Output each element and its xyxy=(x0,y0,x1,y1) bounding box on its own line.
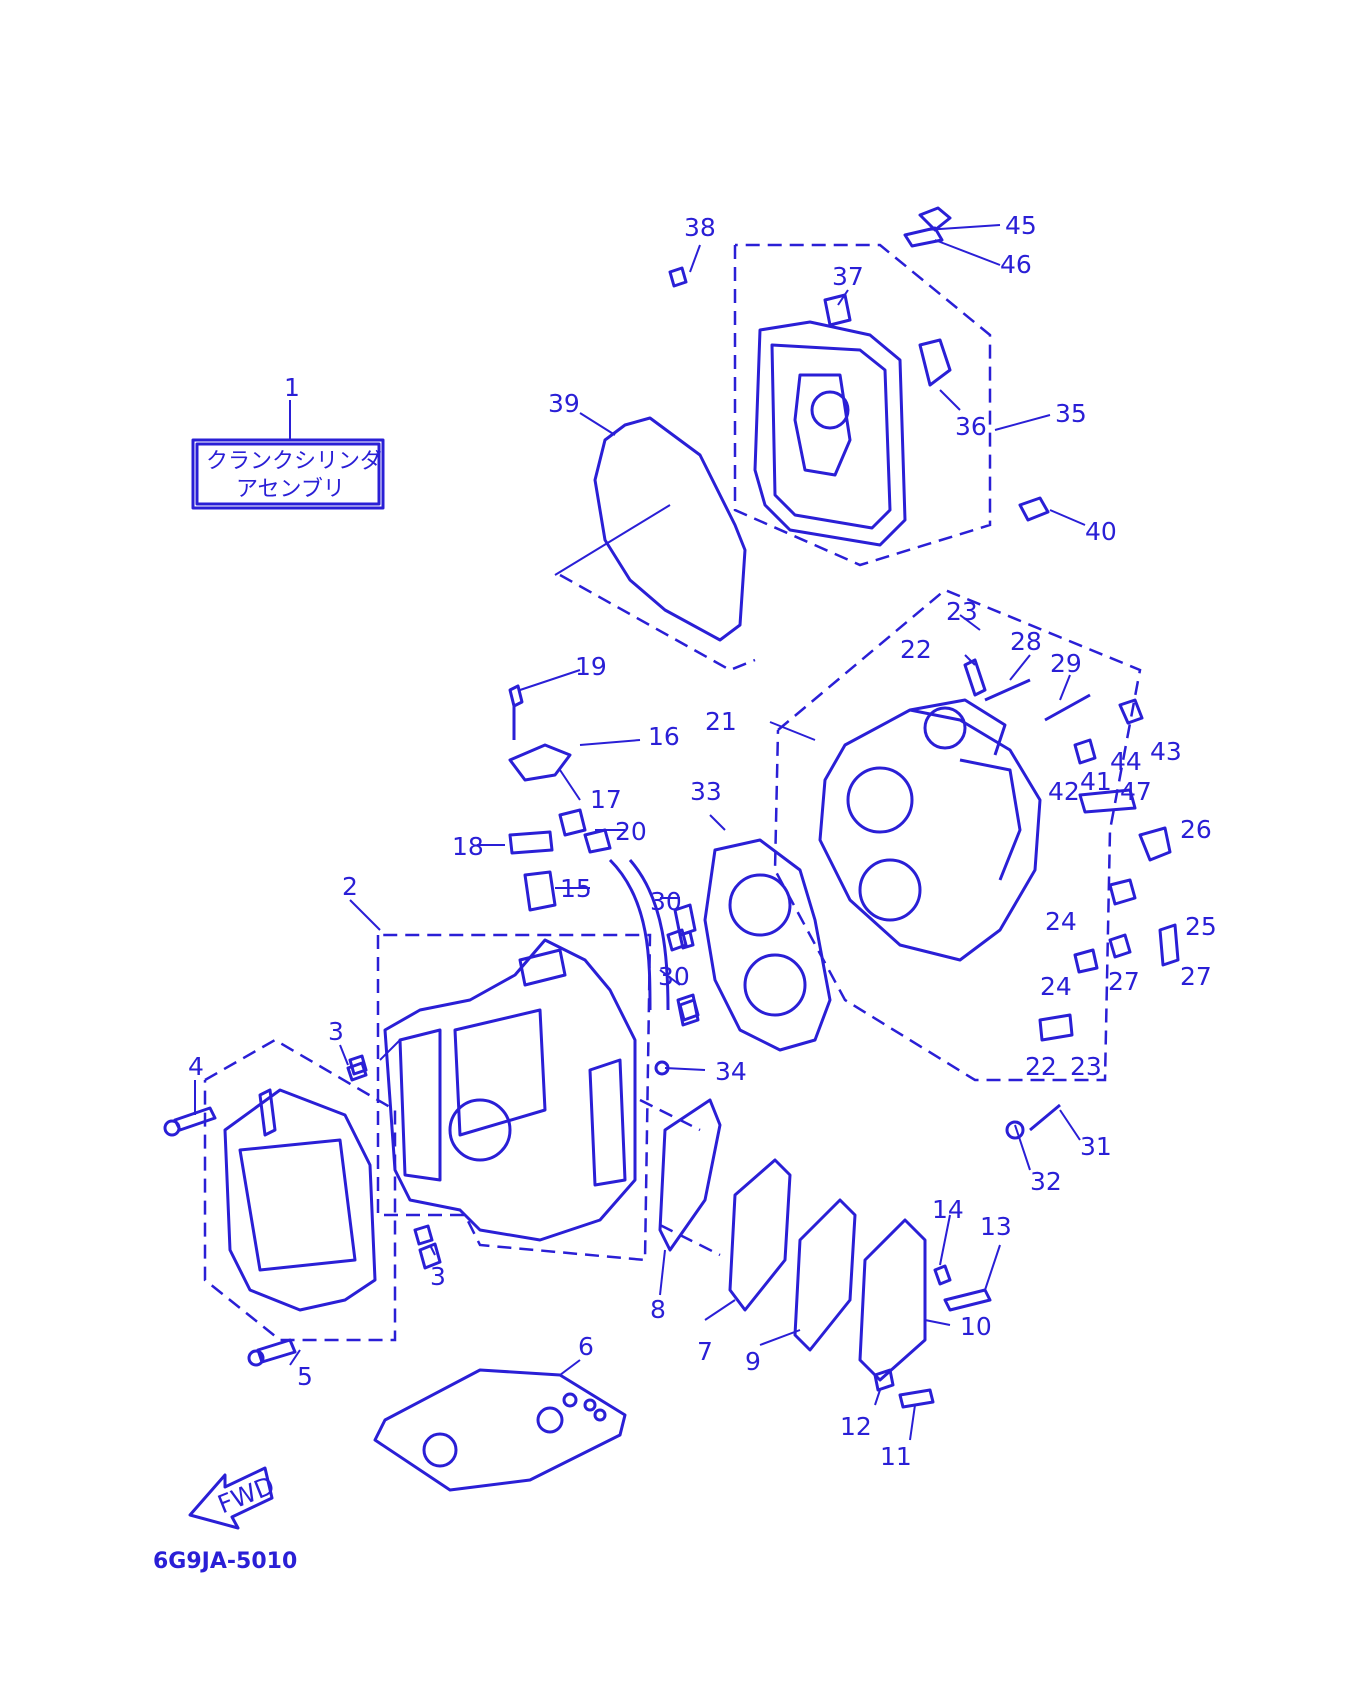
label-part-30a: 30 xyxy=(650,887,682,916)
label-part-16: 16 xyxy=(648,722,680,751)
part-labels: 2 3 3 4 5 6 7 8 9 10 11 12 13 14 15 16 1… xyxy=(188,211,1217,1471)
label-part-3a: 3 xyxy=(328,1017,344,1046)
label-part-40: 40 xyxy=(1085,517,1117,546)
label-part-25: 25 xyxy=(1185,912,1217,941)
label-part-30b: 30 xyxy=(658,962,690,991)
label-part-12: 12 xyxy=(840,1412,872,1441)
label-part-13: 13 xyxy=(980,1212,1012,1241)
label-part-9: 9 xyxy=(745,1347,761,1376)
assembly-title-line2: アセンブリ xyxy=(236,477,345,502)
label-part-3b: 3 xyxy=(430,1262,446,1291)
side-plates-group xyxy=(639,1098,992,1409)
head-gasket xyxy=(654,838,832,1076)
label-part-33: 33 xyxy=(690,777,722,806)
label-part-32: 32 xyxy=(1030,1167,1062,1196)
label-part-2: 2 xyxy=(342,872,358,901)
label-part-42: 42 xyxy=(1048,777,1080,806)
label-part-19: 19 xyxy=(575,652,607,681)
dowel-pins xyxy=(346,928,700,1246)
leader-lines xyxy=(194,224,1086,1441)
label-part-18: 18 xyxy=(452,832,484,861)
drawing-code: 6G9JA-5010 xyxy=(153,1549,297,1574)
exhaust-cover-group xyxy=(163,1038,397,1367)
label-part-46: 46 xyxy=(1000,250,1032,279)
label-part-21: 21 xyxy=(705,707,737,736)
cylinder-block-group xyxy=(348,933,652,1270)
label-part-6: 6 xyxy=(578,1332,594,1361)
label-part-22a: 22 xyxy=(900,635,932,664)
label-part-45: 45 xyxy=(1005,211,1037,240)
label-part-24b: 24 xyxy=(1040,972,1072,1001)
label-part-37: 37 xyxy=(832,262,864,291)
assembly-title-line1: クランクシリンダ xyxy=(206,449,382,474)
label-part-28: 28 xyxy=(1010,627,1042,656)
head-cover-group xyxy=(668,206,1050,567)
label-part-10: 10 xyxy=(960,1312,992,1341)
label-part-14: 14 xyxy=(932,1195,964,1224)
label-part-26: 26 xyxy=(1180,815,1212,844)
label-part-24a: 24 xyxy=(1045,907,1077,936)
assembly-title-box: 1 クランクシリンダ アセンブリ xyxy=(191,373,385,510)
cover-gasket xyxy=(554,416,756,672)
label-part-44: 44 xyxy=(1110,747,1142,776)
label-part-8: 8 xyxy=(650,1295,666,1324)
label-part-15: 15 xyxy=(560,874,592,903)
label-part-4: 4 xyxy=(188,1052,204,1081)
label-part-41: 41 xyxy=(1080,767,1112,796)
cylinder-head-group xyxy=(773,588,1180,1140)
label-part-38: 38 xyxy=(684,213,716,242)
forward-arrow: FWD xyxy=(188,1466,279,1530)
label-part-43: 43 xyxy=(1150,737,1182,766)
label-part-23a: 23 xyxy=(946,597,978,626)
label-part-17: 17 xyxy=(590,785,622,814)
assembly-number: 1 xyxy=(284,373,300,402)
label-part-29: 29 xyxy=(1050,649,1082,678)
label-part-20: 20 xyxy=(615,817,647,846)
label-part-23b: 23 xyxy=(1070,1052,1102,1081)
label-part-36: 36 xyxy=(955,412,987,441)
label-part-27a: 27 xyxy=(1108,967,1140,996)
label-part-7: 7 xyxy=(697,1337,713,1366)
base-gasket xyxy=(373,1368,627,1492)
label-part-5: 5 xyxy=(297,1362,313,1391)
label-part-47: 47 xyxy=(1120,777,1152,806)
label-part-35: 35 xyxy=(1055,399,1087,428)
label-part-11: 11 xyxy=(880,1442,912,1471)
label-part-31: 31 xyxy=(1080,1132,1112,1161)
label-part-34: 34 xyxy=(715,1057,747,1086)
label-part-39: 39 xyxy=(548,389,580,418)
thermostat-group xyxy=(508,684,695,1011)
label-part-27b: 27 xyxy=(1180,962,1212,991)
label-part-22b: 22 xyxy=(1025,1052,1057,1081)
